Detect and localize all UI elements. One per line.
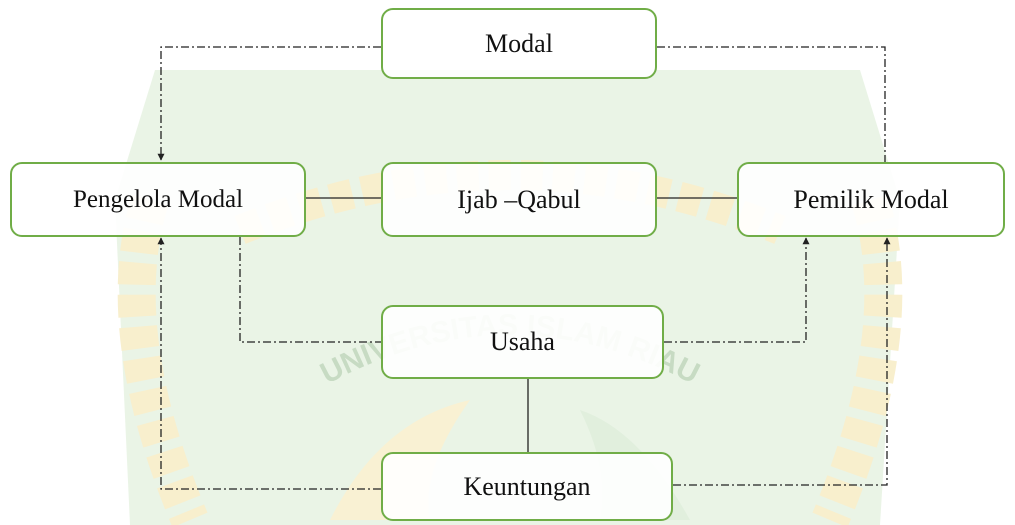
node-ijab-qabul-label: Ijab –Qabul <box>457 184 581 214</box>
node-ijab-qabul: Ijab –Qabul <box>381 162 657 237</box>
watermark-shield <box>115 70 900 525</box>
node-modal: Modal <box>381 8 657 79</box>
edge-usaha-to-pemilik <box>664 237 810 343</box>
edge-modal-to-pengelola <box>157 46 381 161</box>
node-usaha: Usaha <box>381 305 664 379</box>
edge-pemilik-to-modal <box>657 46 886 162</box>
node-usaha-label: Usaha <box>490 327 555 356</box>
node-pengelola-modal-label: Pengelola Modal <box>72 185 244 213</box>
node-pengelola-modal: Pengelola Modal <box>10 162 306 237</box>
node-pemilik-modal-label: Pemilik Modal <box>793 184 949 214</box>
node-modal-label: Modal <box>485 28 553 58</box>
edge-keuntungan-to-pengelola <box>157 237 381 490</box>
edge-keuntungan-to-pemilik <box>673 237 891 486</box>
node-keuntungan-label: Keuntungan <box>463 471 591 501</box>
edge-pengelola-to-usaha <box>239 237 381 343</box>
node-keuntungan: Keuntungan <box>381 452 673 521</box>
node-pemilik-modal: Pemilik Modal <box>737 162 1005 237</box>
